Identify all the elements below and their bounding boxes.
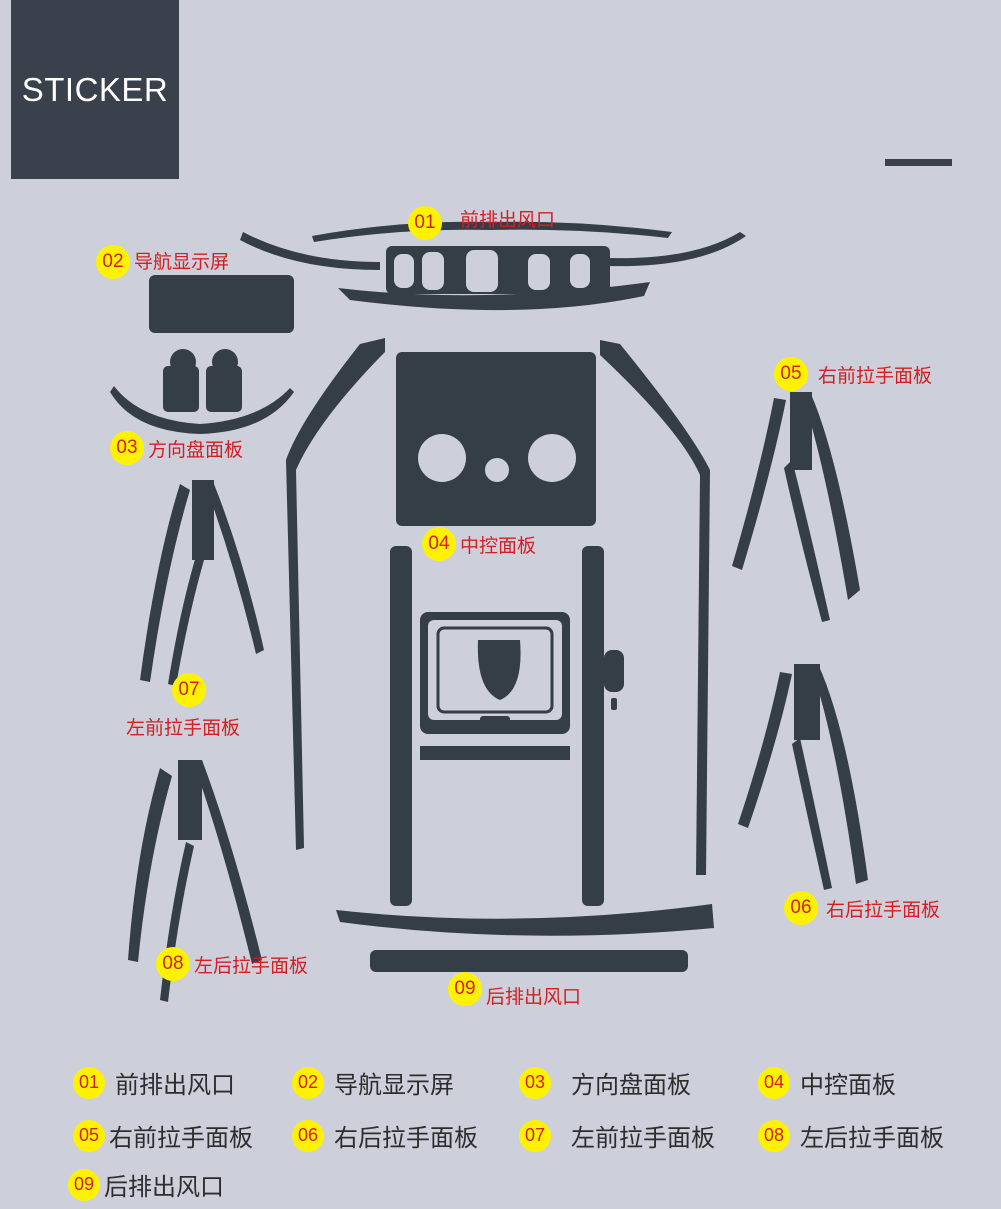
callout-label: 右前拉手面板 bbox=[818, 364, 933, 387]
part-steering-wheel-panel bbox=[110, 349, 294, 434]
legend-badge: 02 bbox=[292, 1066, 324, 1099]
legend-item-09: 09 后排出风口 bbox=[68, 1167, 224, 1202]
legend-label: 右后拉手面板 bbox=[334, 1124, 478, 1152]
callout-08: 08 左后拉手面板 bbox=[156, 947, 308, 981]
legend-item-02: 02 导航显示屏 bbox=[292, 1065, 454, 1100]
legend-badge: 05 bbox=[73, 1119, 105, 1152]
callout-badge: 07 bbox=[172, 673, 206, 707]
legend-badge: 01 bbox=[73, 1066, 105, 1099]
legend-badge: 08 bbox=[758, 1119, 790, 1152]
legend-item-03: 03 方向盘面板 bbox=[519, 1065, 691, 1100]
legend-label: 导航显示屏 bbox=[334, 1071, 454, 1099]
legend-badge: 04 bbox=[758, 1066, 790, 1099]
callout-07: 07 左前拉手面板 bbox=[126, 673, 266, 740]
callout-09: 09 后排出风口 bbox=[448, 968, 581, 1009]
legend-badge: 09 bbox=[68, 1168, 100, 1201]
callout-label: 方向盘面板 bbox=[148, 438, 244, 461]
legend-label: 左前拉手面板 bbox=[571, 1124, 715, 1152]
legend-item-08: 08 左后拉手面板 bbox=[758, 1118, 944, 1153]
legend-badge: 07 bbox=[519, 1119, 551, 1152]
sticker-title: STICKER bbox=[21, 70, 169, 108]
sticker-header: STICKER bbox=[11, 0, 179, 179]
callout-badge: 06 bbox=[784, 891, 818, 925]
callout-01: 01 前排出风口 bbox=[408, 206, 555, 240]
callout-05: 05 右前拉手面板 bbox=[774, 357, 932, 391]
part-front-air-vent bbox=[240, 221, 746, 311]
callout-label: 前排出风口 bbox=[460, 208, 556, 231]
legend-item-04: 04 中控面板 bbox=[758, 1065, 896, 1100]
part-center-console bbox=[286, 338, 710, 906]
part-right-rear-handle-panel bbox=[738, 664, 868, 890]
callout-label: 左前拉手面板 bbox=[126, 717, 241, 739]
legend-item-05: 05 右前拉手面板 bbox=[73, 1118, 253, 1153]
decorative-bar bbox=[885, 159, 952, 166]
callout-badge: 03 bbox=[110, 431, 144, 465]
legend-label: 前排出风口 bbox=[115, 1071, 235, 1099]
callout-label: 后排出风口 bbox=[486, 986, 582, 1008]
legend-badge: 06 bbox=[292, 1119, 324, 1152]
legend-label: 方向盘面板 bbox=[571, 1071, 691, 1099]
part-left-front-handle-panel bbox=[140, 480, 264, 686]
callout-label: 导航显示屏 bbox=[134, 250, 230, 273]
callout-badge: 04 bbox=[422, 527, 456, 561]
callout-03: 03 方向盘面板 bbox=[110, 431, 243, 465]
part-right-front-handle-panel bbox=[732, 392, 860, 622]
callout-badge: 02 bbox=[96, 245, 130, 279]
legend-item-07: 07 左前拉手面板 bbox=[519, 1118, 715, 1153]
callout-badge: 01 bbox=[408, 206, 442, 240]
legend-item-01: 01 前排出风口 bbox=[73, 1065, 235, 1100]
part-rear-air-vent bbox=[336, 904, 714, 972]
callout-badge: 08 bbox=[156, 947, 190, 981]
callout-label: 左后拉手面板 bbox=[194, 954, 309, 977]
legend-label: 后排出风口 bbox=[104, 1173, 224, 1201]
callout-06: 06 右后拉手面板 bbox=[784, 891, 940, 925]
legend-label: 中控面板 bbox=[800, 1071, 896, 1099]
legend-label: 右前拉手面板 bbox=[109, 1124, 253, 1152]
legend-badge: 03 bbox=[519, 1066, 551, 1099]
part-navigation-screen bbox=[149, 275, 294, 333]
callout-badge: 05 bbox=[774, 357, 808, 391]
callout-02: 02 导航显示屏 bbox=[96, 245, 229, 279]
legend-item-06: 06 右后拉手面板 bbox=[292, 1118, 478, 1153]
callout-label: 右后拉手面板 bbox=[826, 898, 941, 921]
callout-badge: 09 bbox=[448, 971, 482, 1006]
callout-04: 04 中控面板 bbox=[422, 527, 536, 561]
callout-label: 中控面板 bbox=[460, 534, 537, 557]
legend-label: 左后拉手面板 bbox=[800, 1124, 944, 1152]
